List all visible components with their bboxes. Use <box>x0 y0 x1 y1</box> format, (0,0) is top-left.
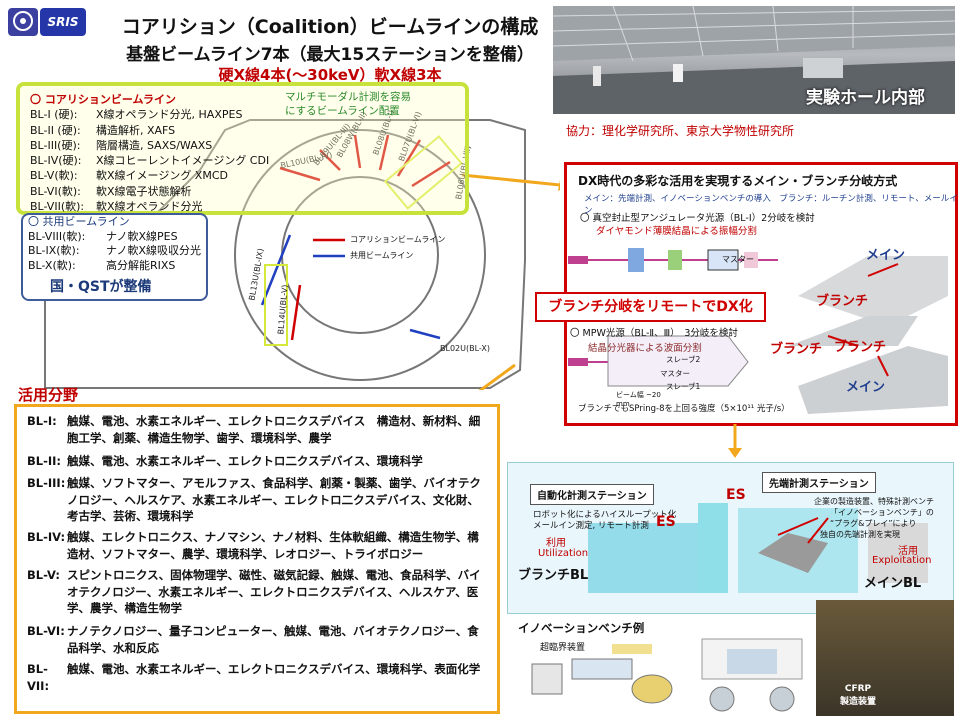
shared-beamlines <box>260 234 441 340</box>
usage-item: BL-III:触媒、ソフトマター、アモルファス、食品科学、創薬・製薬、歯学、バイ… <box>27 476 481 523</box>
sris-logo: SRIS <box>40 8 86 36</box>
usage-item: BL-I:触媒、電池、水素エネルギー、エレクトロニクスデバイス 構造材、新材料、… <box>27 414 481 445</box>
shared-item: BL-IX(軟):ナノ軟X線吸収分光 <box>28 244 201 257</box>
multimodal-note: マルチモーダル計測を容易 にするビームライン配置 <box>285 91 411 117</box>
connector-arrow-usage <box>478 363 516 390</box>
dx-branch-2: ブランチ <box>834 340 887 355</box>
coalition-item: BL-VI(軟):軟X線電子状態解析 <box>30 184 192 198</box>
adv-desc-4: 独自の先端計測を実現 <box>820 530 900 539</box>
dx-sub: メイン：先端計測、イノベーションベンチの導入 ブランチ：ルーチン計測、リモート、… <box>584 194 958 216</box>
shared-item: BL-VIII(軟):ナノ軟X線PES <box>28 229 178 243</box>
auto-station-title: 自動化計測ステーション <box>530 484 654 505</box>
bench-sub: 超臨界装置 <box>540 643 586 653</box>
storage-ring-outer <box>234 129 486 381</box>
dx-branch-1: ブランチ <box>770 342 823 357</box>
cooperation-text: 協力：理化学研究所、東京大学物性研究所 <box>566 124 795 138</box>
page-subtitle: 基盤ビームライン7本（最大15ステーションを整備） <box>126 45 534 65</box>
bench-illustration <box>531 638 803 712</box>
bl14-highlight <box>264 264 288 346</box>
bench-title: イノベーションベンチ例 <box>518 621 645 635</box>
coalition-list: 〇 コアリションビームライン BL-I (硬):X線オペランド分光, HAXPE… <box>30 92 269 214</box>
coalition-item: BL-VII(軟):軟X線オペランド分光 <box>30 200 203 214</box>
exp-en: Exploitation <box>872 555 932 566</box>
use-en: Utilization <box>538 548 589 559</box>
shared-item: BL-X(軟):高分解能RIXS <box>28 258 176 272</box>
tohoku-logo <box>8 8 38 36</box>
shared-heading: 〇 共用ビームライン <box>28 215 130 228</box>
dx-schematic <box>568 248 948 414</box>
coalition-item: BL-II (硬):構造解析, XAFS <box>30 123 176 137</box>
remote-branch-callout: ブランチ分岐をリモートでDX化 <box>535 292 766 322</box>
usage-item: BL-II:触媒、電池、水素エネルギー、エレクトロ二クスデバイス、環境科学 <box>27 454 423 468</box>
experiment-hall-photo: 実験ホール内部 <box>553 6 955 114</box>
cfrp-photo <box>816 600 954 716</box>
dx-line3: ブランチでもSPring-8を上回る強度（5×10¹¹ 光子/s） <box>578 404 790 414</box>
qst-note: 国・QSTが整備 <box>50 279 152 295</box>
dx-slave2: スレーブ2 <box>666 355 701 364</box>
coalition-beamlines <box>279 134 451 341</box>
legend-shared: 共用ビームライン <box>350 251 414 260</box>
dx-line1b: ダイヤモンド薄膜結晶による振幅分割 <box>596 226 757 237</box>
legend-coalition: コアリションビームライン <box>350 235 446 244</box>
auto-desc-2: メールイン測定, リモート計測 <box>533 521 649 531</box>
dx-title: DX時代の多彩な活用を実現するメイン・ブランチ分岐方式 <box>578 174 898 188</box>
usage-item: BL-VI:ナノテクノロジー、量子コンピューター、触媒、電池、バイオテクノロジー… <box>27 624 479 655</box>
page-title: コアリション（Coalition）ビームラインの構成 <box>121 16 539 38</box>
usage-item: BL-VII:触媒、電池、水素エネルギー、エレクトロニクスデバイス、環境科学、表… <box>27 662 481 693</box>
page-subtitle-red: 硬X線4本(～30keV）軟X線3本 <box>218 66 442 84</box>
stations-illustration <box>588 503 928 593</box>
usage-box: BL-I:触媒、電池、水素エネルギー、エレクトロニクスデバイス 構造材、新材料、… <box>14 404 500 714</box>
use-label: 利用 <box>546 538 566 549</box>
ring-diagram <box>44 119 560 390</box>
coalition-item: BL-IV(硬):X線コヒーレントイメージング CDI <box>30 154 270 168</box>
adv-desc-2: 「イノベーションベンチ」の <box>830 508 934 517</box>
es-label-1: ES <box>726 487 746 503</box>
dx-branch-top: ブランチ <box>816 294 869 309</box>
es-label-2: ES <box>656 514 676 530</box>
usage-heading: 活用分野 <box>18 386 79 404</box>
dx-line2b: 結晶分光器による波面分割 <box>588 343 702 354</box>
dx-main-top: メイン <box>866 248 906 263</box>
coalition-item: BL-III(硬):階層構造, SAXS/WAXS <box>30 138 213 152</box>
exp-label: 活用 <box>898 546 918 557</box>
cfrp-label: CFRP 製造装置 <box>839 684 876 707</box>
connector-arrow-dx <box>461 173 560 187</box>
dx-beamwidth: ビーム幅 ~20 mm <box>616 391 661 408</box>
adv-station-title: 先端計測ステーション <box>762 472 876 493</box>
arrow-down-icon <box>728 424 742 458</box>
usage-item: BL-V:スピントロニクス、固体物理学、磁性、磁気記録、触媒、電池、食品科学、バ… <box>27 568 481 615</box>
coalition-item: BL-I (硬):X線オペランド分光, HAXPES <box>30 108 243 122</box>
auto-desc-1: ロボット化によるハイスループット化 <box>533 510 677 520</box>
dx-line2: 〇 MPW光源（BL-Ⅱ、Ⅲ） 3分岐を検討 <box>570 328 738 339</box>
photo-caption: 実験ホール内部 <box>806 88 925 108</box>
branch-bl: ブランチBL <box>518 568 589 583</box>
adv-desc-3: “プラグ&プレイ”により <box>830 519 917 528</box>
hall-photo-illustration <box>553 6 955 114</box>
shared-list: 〇 共用ビームライン BL-VIII(軟):ナノ軟X線PES BL-IX(軟):… <box>28 215 201 273</box>
bl07-highlight <box>383 135 463 210</box>
shared-box <box>21 213 208 301</box>
university-emblem-icon <box>13 11 33 31</box>
dx-master-2: マスター <box>660 369 690 378</box>
dx-line1: 〇 真空封止型アンジュレータ光源（BL-Ⅰ）2分岐を検討 <box>580 213 815 224</box>
usage-item: BL-IV:触媒、エレクトロニクス、ナノマシン、ナノ材料、生体軟組織、構造生物学… <box>27 530 479 561</box>
coalition-heading: 〇 コアリションビームライン <box>30 93 176 106</box>
label-bl02u: BL02U(BL-X) <box>440 344 490 353</box>
coalition-highlight-box <box>16 82 469 215</box>
adv-desc-1: 企業の製造装置、特殊計測ベンチ <box>814 497 934 506</box>
dx-master-label: マスター <box>722 255 754 264</box>
dx-main-bottom: メイン <box>846 380 886 395</box>
dx-slave1: スレーブ1 <box>666 382 701 391</box>
main-bl: メインBL <box>864 576 922 591</box>
coalition-item: BL-V(軟):軟X線イメージング XMCD <box>30 169 228 183</box>
